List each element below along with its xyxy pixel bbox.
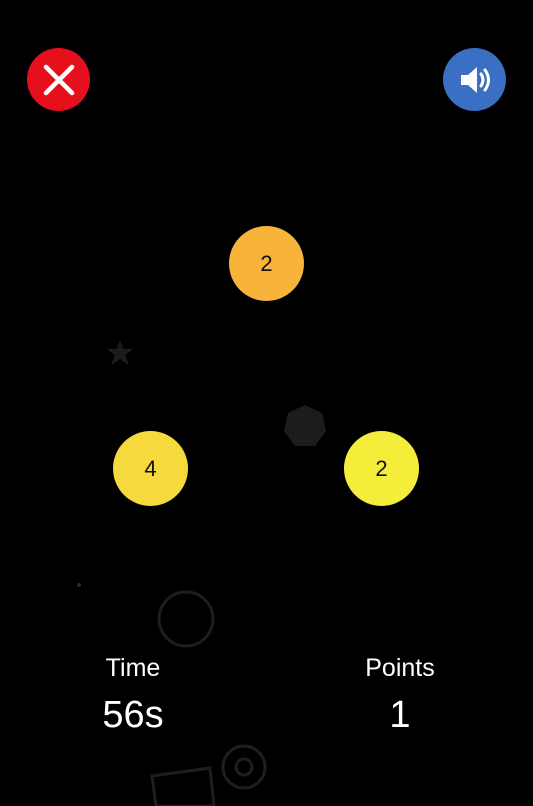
points-label: Points	[365, 654, 435, 682]
sparkle-decoration-icon	[77, 583, 81, 587]
sound-button[interactable]	[443, 48, 506, 111]
close-button[interactable]	[27, 48, 90, 111]
speaker-volume-icon	[460, 66, 490, 93]
points-value: 1	[389, 694, 411, 736]
ring-decoration-icon	[157, 590, 215, 648]
number-bubble[interactable]: 2	[229, 226, 304, 301]
number-bubble[interactable]: 2	[344, 431, 419, 506]
bubble-number: 2	[260, 250, 273, 276]
star-decoration-icon	[107, 340, 133, 365]
number-bubble[interactable]: 4	[113, 431, 188, 506]
time-label: Time	[105, 654, 161, 682]
square-decoration-icon	[150, 766, 216, 806]
bubble-number: 2	[375, 455, 388, 481]
target-ring-decoration-icon	[221, 744, 267, 790]
time-value: 56s	[102, 694, 164, 736]
close-x-icon	[43, 64, 74, 95]
bubble-number: 4	[144, 455, 157, 481]
heptagon-decoration-icon	[284, 405, 326, 446]
